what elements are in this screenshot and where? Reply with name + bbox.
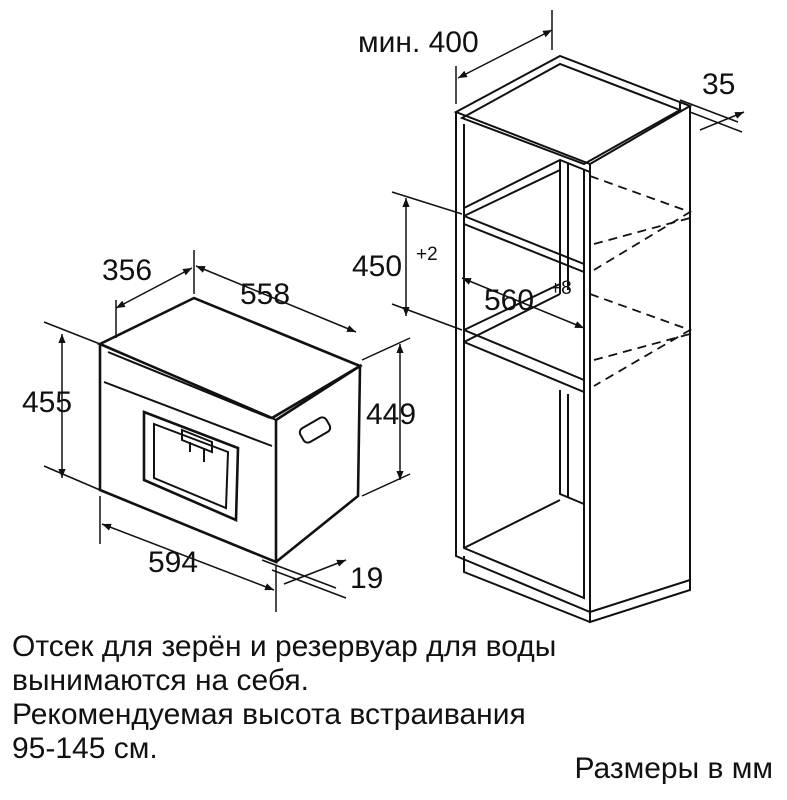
dim-appliance-width-front: 594 [148,546,198,579]
dim-front-panel-depth: 19 [350,562,383,595]
machine-control-strip [103,381,273,447]
dim-cabinet-wall: 35 [702,68,735,101]
installation-notes: Отсек для зерён и резервуар для воды вын… [12,630,712,766]
lower-compartment [559,390,585,505]
upper-shelf [463,158,591,209]
machine-side-body [275,363,362,564]
units-label: Размеры в мм [574,752,773,785]
dim-appliance-depth: 356 [102,254,152,287]
coffee-outlet-icon [181,428,213,454]
note-line-1: Отсек для зерён и резервуар для воды [12,630,557,663]
machine-front-panel [98,344,278,564]
dim-appliance-width-top: 558 [240,278,290,311]
dim-niche-height-tolerance: +2 [416,244,438,265]
niche-floor [463,329,585,381]
cabinet-top-face [453,54,693,166]
appliance-dimensions: 356 558 455 449 594 19 [22,250,416,612]
tall-cabinet-drawing [453,54,693,624]
cabinet-plinth [463,556,691,624]
note-line-2: вынимаются на себя. [12,664,309,697]
dim-niche-width-tolerance: +8 [550,278,572,299]
machine-top-face [96,296,363,420]
dim-appliance-height-front: 455 [22,386,72,419]
side-handle-icon [298,416,332,444]
coffee-machine-drawing [96,296,363,564]
dim-niche-min-height: мин. 400 [358,26,479,59]
machine-front-edge [107,351,271,419]
dim-appliance-height-body: 449 [366,398,416,431]
dim-niche-width: 560 [484,284,534,317]
note-line-3: Рекомендуемая высота встраивания [12,698,526,731]
note-line-4: 95-145 см. [12,732,158,765]
cabinet-front-frame [455,112,591,614]
dim-niche-height: 450 [352,250,402,283]
dispenser-niche [142,410,240,522]
cabinet-dimensions: мин. 400 35 450 +2 560 +8 [352,10,745,331]
